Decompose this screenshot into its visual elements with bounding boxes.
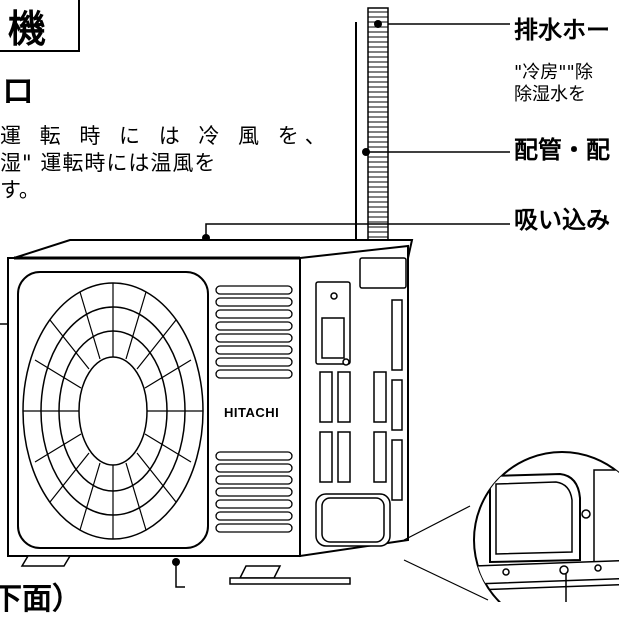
unit-feet xyxy=(20,555,351,585)
outdoor-unit-illustration xyxy=(0,7,619,602)
callout-bottom: 下面） xyxy=(0,582,82,617)
callout-air-intake: 吸い込み xyxy=(514,206,610,234)
drain-hose xyxy=(367,7,389,255)
drain-hose-note-line-2: 除湿水を xyxy=(514,84,586,105)
section-heading: ロ xyxy=(2,72,35,110)
brand-logo: HITACHI xyxy=(224,405,280,420)
side-panel-details xyxy=(315,257,407,547)
front-louvers xyxy=(215,285,293,533)
page-title: 機 xyxy=(8,7,47,51)
callout-drain-hose: 排水ホー xyxy=(514,16,610,44)
callout-piping: 配管・配 xyxy=(514,136,610,164)
description-line-2: 湿" 運転時には温風を xyxy=(0,151,217,175)
magnified-detail xyxy=(403,451,619,602)
title-box: 機 xyxy=(0,0,80,52)
fan-grille xyxy=(17,271,209,549)
description-line-3: す。 xyxy=(0,178,40,202)
description-line-1: 運 転 時 に は 冷 風 を、 xyxy=(0,124,332,148)
drain-hose-note-line-1: "冷房""除 xyxy=(514,62,593,83)
